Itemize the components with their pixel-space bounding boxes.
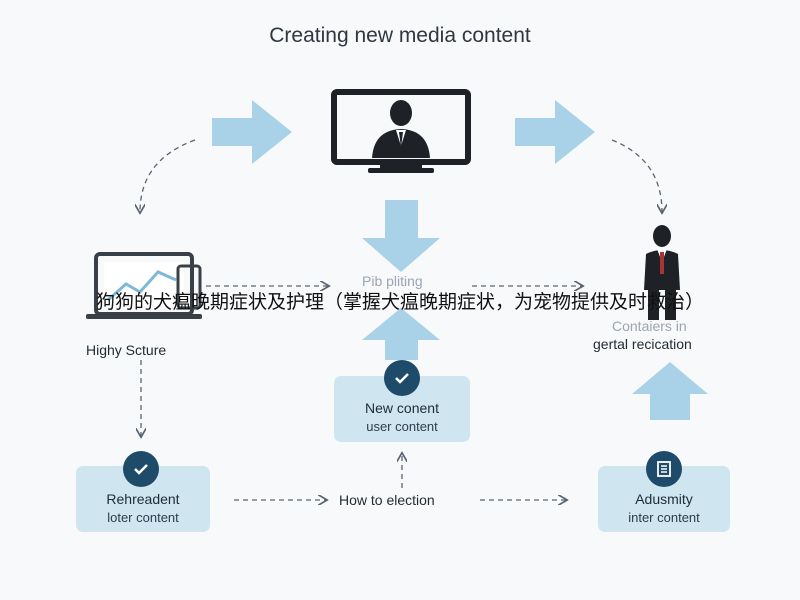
laptop-chart-icon [86, 252, 202, 319]
left-node-label: Highy Scture [86, 342, 167, 358]
card-title: Rehreadent [106, 491, 180, 507]
diagram-title: Creating new media content [269, 24, 531, 47]
dashed-curve-right [611, 139, 662, 212]
card-title: Adusmity [635, 491, 693, 507]
center-faint-label: Pib pliting [362, 273, 423, 289]
bottom-center-label: How to election [339, 492, 435, 508]
arrow-down-center [362, 200, 440, 272]
dashed-curve-left [140, 139, 196, 212]
right-node-label-line2: gertal recication [593, 336, 692, 352]
card-title: New conent [365, 400, 439, 416]
card-subtitle: loter content [107, 510, 179, 525]
right-node-label-line1: Contaiers in [612, 318, 687, 334]
check-badge-icon [123, 451, 159, 487]
arrow-up-right [632, 362, 708, 420]
check-badge-icon [384, 360, 420, 396]
document-badge-icon [646, 451, 682, 487]
card-subtitle: user content [366, 419, 438, 434]
arrow-right-top-left [212, 100, 292, 164]
card-subtitle: inter content [628, 510, 700, 525]
businessman-icon [644, 225, 680, 320]
overlay-caption: 狗狗的犬瘟晚期症状及护理（掌握犬瘟晚期症状，为宠物提供及时救治） [95, 291, 704, 313]
monitor-person-icon [331, 89, 471, 173]
arrow-up-center [362, 308, 440, 360]
arrow-right-top-right [515, 100, 595, 164]
